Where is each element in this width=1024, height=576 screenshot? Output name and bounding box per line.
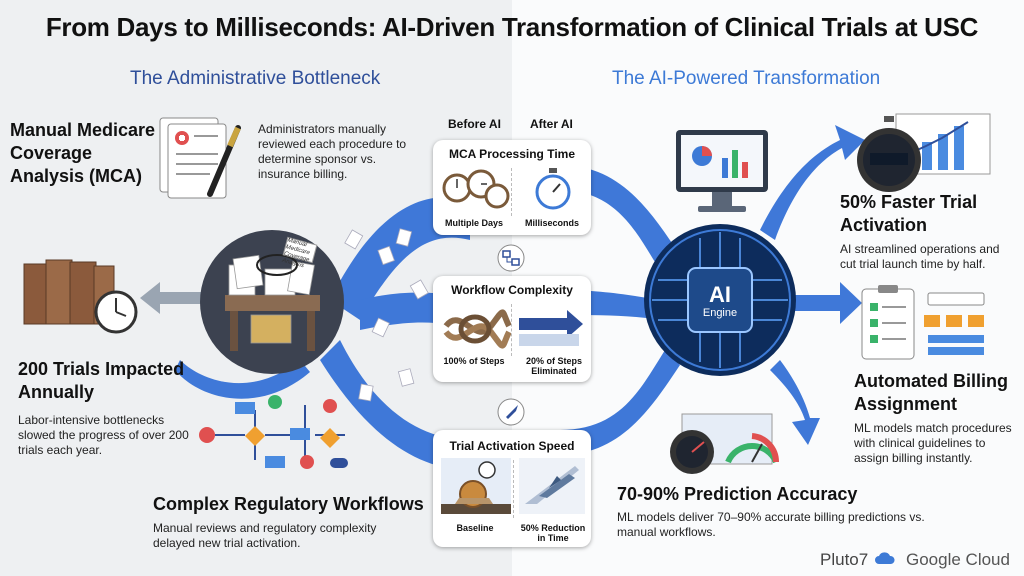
chip-icon (644, 224, 796, 376)
card-after-value: Milliseconds (524, 218, 579, 228)
cloud-icon (875, 552, 895, 564)
trials-description: Labor-intensive bottlenecks slowed the p… (18, 413, 189, 457)
gauge-icon (670, 413, 780, 474)
snail-icon (441, 458, 511, 514)
checklist-icon (861, 285, 985, 360)
billing-title: Automated Billing Assignment (854, 371, 1008, 414)
clocks-icon (442, 169, 510, 209)
pen-icon (207, 125, 241, 197)
right-section-heading: The AI-Powered Transformation (612, 68, 881, 89)
card-before-value: Multiple Days (444, 218, 503, 228)
card-after-value: 50% Reduction in Time (520, 523, 586, 543)
accuracy-description: ML models deliver 70–90% accurate billin… (617, 510, 925, 539)
activation-title: 50% Faster Trial Activation (840, 192, 978, 235)
mca-title: Manual Medicare Coverage Analysis (MCA) (10, 120, 156, 186)
card-title: MCA Processing Time (448, 147, 576, 161)
document-icon (159, 117, 241, 199)
card-title: Trial Activation Speed (449, 439, 575, 453)
workflows-description: Manual reviews and regulatory complexity… (153, 521, 377, 550)
card-before-value: Baseline (456, 523, 494, 533)
workflow-icon (497, 244, 525, 272)
clock-icon (94, 290, 138, 334)
mca-description: Administrators manually reviewed each pr… (258, 122, 407, 181)
stopwatch-icon (535, 168, 571, 210)
stopwatch-icon (857, 116, 921, 192)
card-title: Workflow Complexity (451, 283, 573, 297)
ai-engine-sublabel: Engine (702, 307, 738, 319)
arrow-icon (519, 310, 583, 346)
accuracy-title: 70-90% Prediction Accuracy (617, 484, 858, 504)
pluto7-logo: Pluto7 (820, 550, 869, 569)
folders-icon (23, 259, 138, 334)
ai-engine-label: AI (709, 282, 731, 307)
comparison-card-activation: Trial Activation Speed Baseline 50% Redu… (433, 430, 591, 547)
billing-description: ML models match procedures with clinical… (854, 421, 1012, 465)
cluttered-desk-icon (200, 230, 344, 374)
before-ai-label: Before AI (448, 117, 501, 131)
activation-description: AI streamlined operations and cut trial … (840, 242, 1000, 271)
card-after-value: 20% of Steps Eliminated (525, 356, 583, 376)
chart-icon (857, 113, 991, 192)
flowchart-icon (199, 395, 348, 469)
comparison-card-workflow: Workflow Complexity 100% of Steps 20% of… (433, 276, 591, 382)
page-title: From Days to Milliseconds: AI-Driven Tra… (45, 12, 979, 42)
rocket-icon (497, 398, 525, 426)
jet-icon (519, 458, 585, 514)
knot-icon (443, 309, 511, 349)
comparison-card-mca: MCA Processing Time Multiple Days Millis… (433, 140, 591, 235)
after-ai-label: After AI (530, 117, 573, 131)
google-cloud-logo: Google Cloud (906, 550, 1010, 569)
card-before-value: 100% of Steps (443, 356, 505, 366)
trials-title: 200 Trials Impacted Annually (18, 359, 185, 402)
workflows-title: Complex Regulatory Workflows (153, 494, 424, 514)
left-section-heading: The Administrative Bottleneck (130, 68, 381, 89)
monitor-icon (676, 130, 768, 212)
